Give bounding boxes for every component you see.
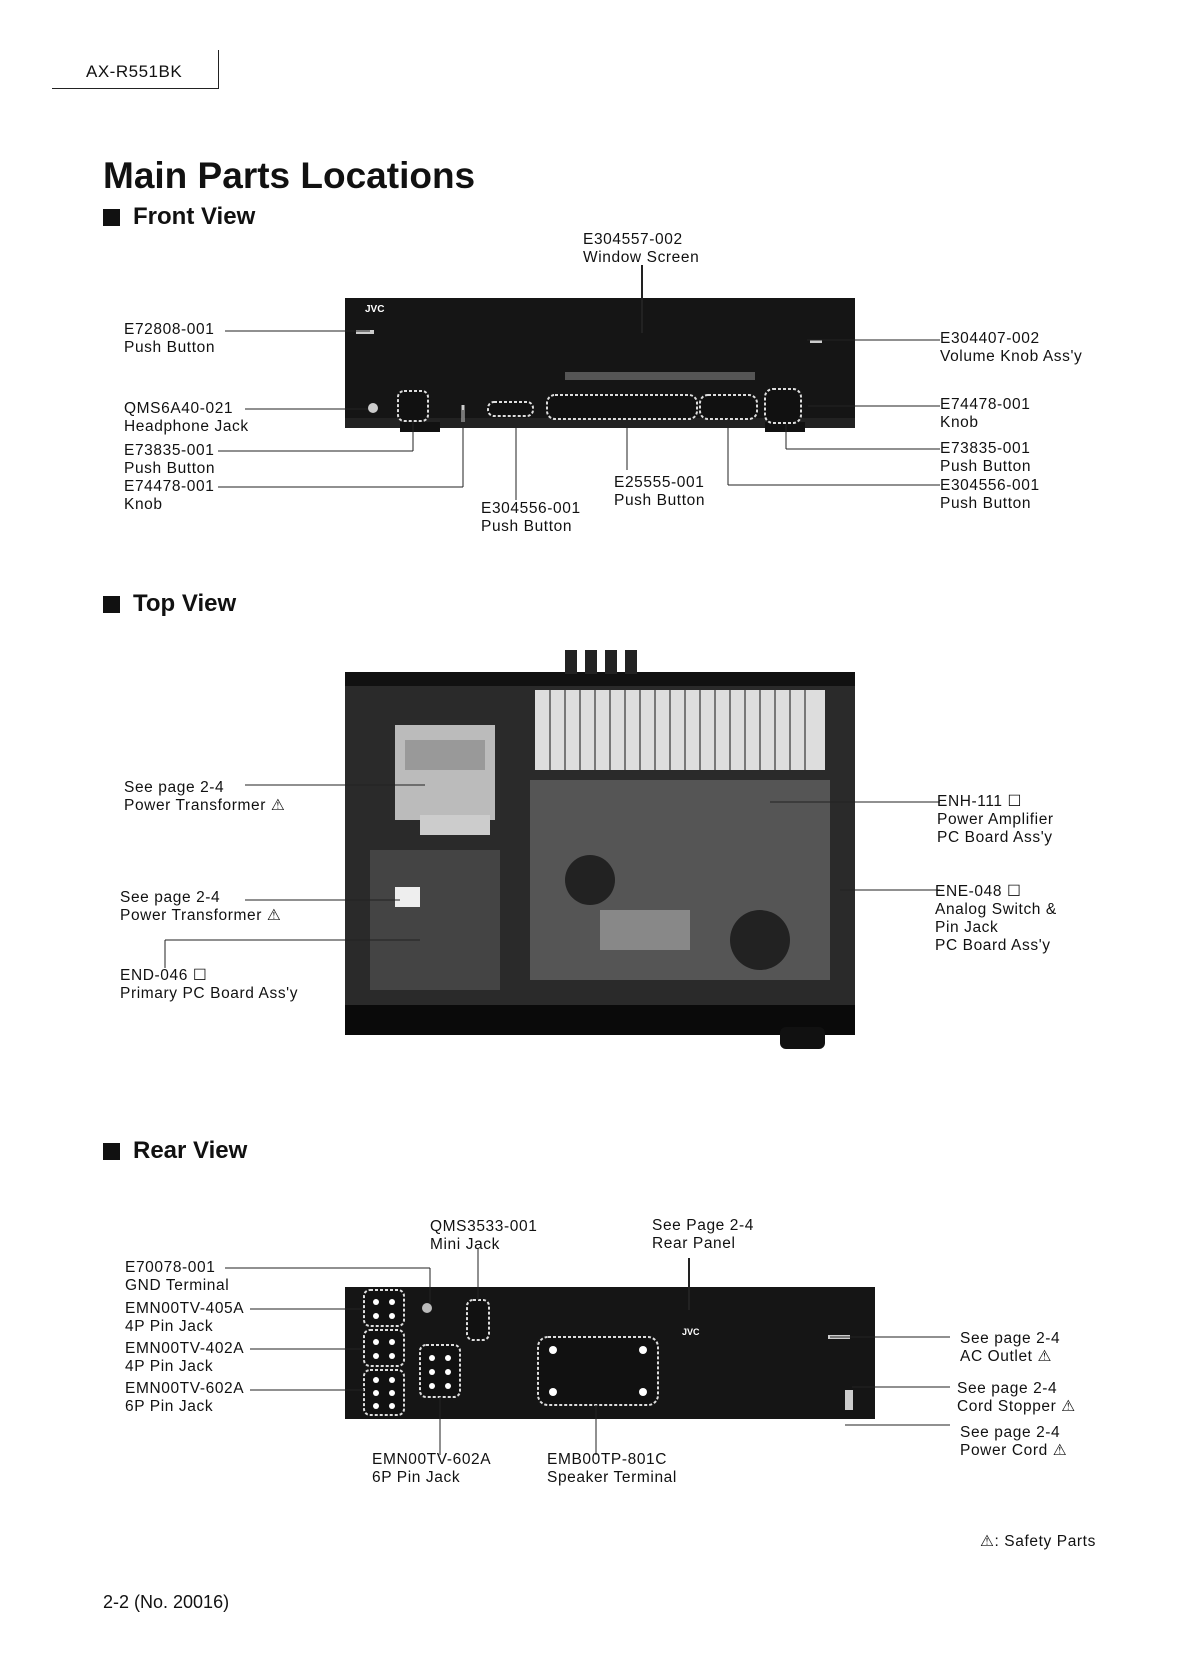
section-top-view: Top View <box>103 590 236 618</box>
safety-legend: ⚠: Safety Parts <box>980 1533 1096 1550</box>
model-number: AX-R551BK <box>86 62 183 81</box>
section-rear-view: Rear View <box>103 1137 247 1165</box>
section-title: Top View <box>133 590 237 617</box>
front-brand-logo: JVC <box>365 304 384 315</box>
rear-brand-logo: JVC <box>682 1327 700 1337</box>
bullet-square-icon <box>103 208 120 226</box>
header-rule <box>52 88 218 89</box>
section-front-view: Front View <box>103 203 255 231</box>
bullet-square-icon <box>103 1142 120 1160</box>
bullet-square-icon <box>103 595 120 613</box>
page-title: Main Parts Locations <box>103 155 476 196</box>
header-vrule <box>218 50 219 89</box>
page-footer: 2-2 (No. 20016) <box>103 1592 230 1612</box>
section-title: Front View <box>133 203 256 230</box>
label-primary-pc-board: END-046 ☐Primary PC Board Ass'y <box>120 967 299 1002</box>
section-title: Rear View <box>133 1137 248 1164</box>
